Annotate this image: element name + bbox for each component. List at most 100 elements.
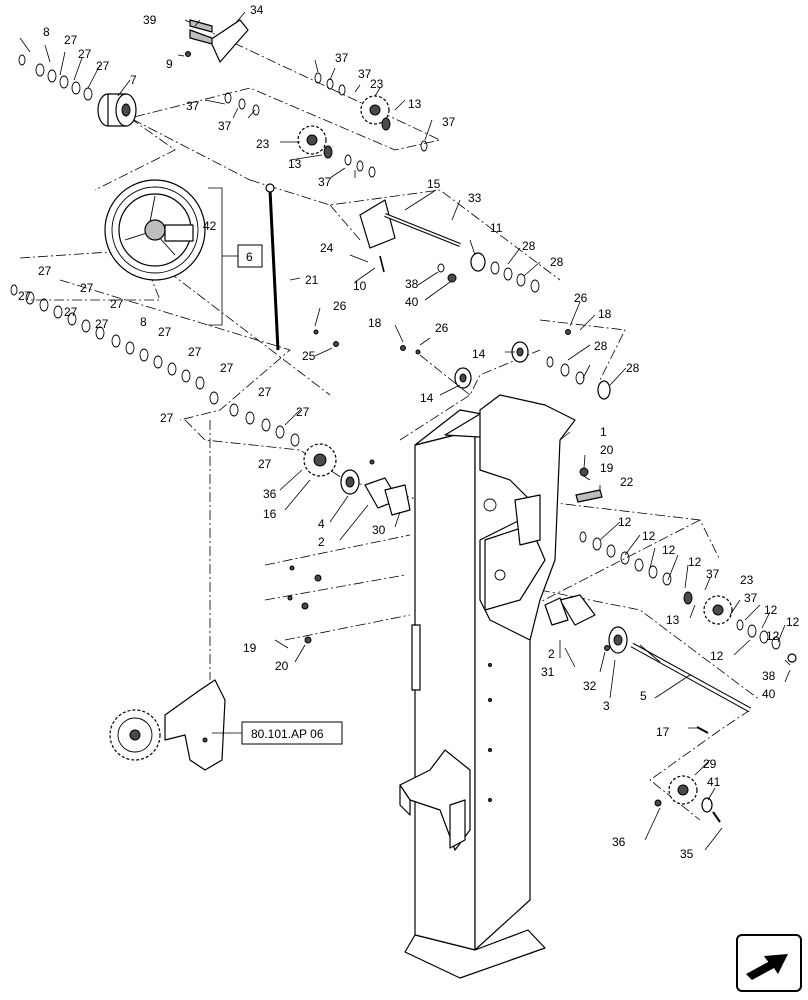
callout-28: 28 [594, 339, 608, 353]
callout-17: 17 [656, 725, 670, 739]
callout-20: 20 [600, 443, 614, 457]
callout-34: 34 [250, 3, 264, 17]
callout-27: 27 [95, 317, 109, 331]
upper-bracket [479, 394, 576, 641]
callout-28: 28 [626, 361, 640, 375]
callout-10: 10 [353, 279, 367, 293]
callout-13: 13 [288, 157, 302, 171]
callout-26: 26 [435, 321, 449, 335]
callout-27: 27 [258, 457, 272, 471]
callout-27: 27 [64, 33, 78, 47]
callout-27: 27 [258, 385, 272, 399]
callout-5: 5 [640, 689, 647, 703]
callout-12: 12 [688, 555, 702, 569]
callout-12: 12 [618, 515, 632, 529]
sprockets [297, 95, 733, 805]
callout-16: 16 [263, 507, 277, 521]
callout-36: 36 [263, 487, 277, 501]
reference-label: 80.101.AP 06 [251, 727, 324, 741]
callout-37: 37 [442, 115, 456, 129]
callout-11: 11 [490, 221, 503, 235]
callout-28: 28 [522, 239, 536, 253]
callout-12: 12 [764, 603, 778, 617]
bearing-flange-left [340, 469, 411, 516]
drive-shaft [630, 642, 752, 713]
callout-42: 42 [203, 219, 217, 233]
callout-21: 21 [305, 273, 319, 287]
callout-37: 37 [186, 99, 200, 113]
callout-18: 18 [368, 316, 382, 330]
callout-15: 15 [427, 177, 441, 191]
bearing-flanges [454, 341, 529, 389]
callout-37: 37 [318, 175, 332, 189]
callout-12: 12 [662, 543, 676, 557]
callout-13: 13 [666, 613, 680, 627]
callout-14: 14 [472, 347, 486, 361]
callout-33: 33 [468, 191, 482, 205]
callout-40: 40 [405, 295, 419, 309]
callout-12: 12 [710, 649, 724, 663]
callout-38: 38 [762, 669, 776, 683]
callout-37: 37 [744, 591, 758, 605]
callout-6: 6 [246, 250, 253, 264]
callout-27: 27 [220, 361, 234, 375]
callout-26: 26 [333, 299, 347, 313]
callout-36: 36 [612, 835, 626, 849]
group-6-bracket [208, 187, 263, 326]
callout-26: 26 [574, 291, 588, 305]
callout-9: 9 [166, 57, 173, 71]
top-plate [185, 19, 249, 63]
callout-30: 30 [372, 523, 386, 537]
callout-18: 18 [598, 307, 612, 321]
callout-29: 29 [703, 757, 717, 771]
callout-27: 27 [296, 405, 310, 419]
callout-27: 27 [80, 281, 94, 295]
reference-box [212, 721, 343, 745]
callout-27: 27 [38, 264, 52, 278]
callout-23: 23 [256, 137, 270, 151]
callout-27: 27 [78, 47, 92, 61]
bearing-flange-right [544, 594, 628, 654]
callout-22: 22 [620, 475, 634, 489]
callout-35: 35 [680, 847, 694, 861]
next-page-button[interactable] [736, 934, 802, 992]
callout-8: 8 [43, 25, 50, 39]
callout-2: 2 [318, 535, 325, 549]
callout-7: 7 [130, 73, 137, 87]
callout-28: 28 [550, 255, 564, 269]
washer-stack-right-lower [579, 531, 797, 663]
callout-19: 19 [243, 641, 257, 655]
callout-27: 27 [160, 411, 174, 425]
spacer-washers [224, 72, 428, 178]
hub [97, 93, 137, 127]
callout-2: 2 [548, 647, 555, 661]
callout-13: 13 [408, 97, 422, 111]
callout-23: 23 [370, 77, 384, 91]
callout-20: 20 [275, 659, 289, 673]
callout-27: 27 [18, 289, 32, 303]
callout-4: 4 [318, 517, 325, 531]
assembly-centerlines [19, 19, 761, 821]
callout-27: 27 [96, 59, 110, 73]
callout-27: 27 [64, 305, 78, 319]
callout-37: 37 [706, 567, 720, 581]
callout-38: 38 [405, 277, 419, 291]
callout-14: 14 [420, 391, 434, 405]
lower-tensioner-assembly [109, 679, 226, 771]
callout-8: 8 [140, 315, 147, 329]
callout-labels: 8 27 27 27 7 39 34 9 37 37 23 13 37 37 3… [18, 3, 800, 861]
callout-24: 24 [320, 241, 334, 255]
washer-stack-top-left [18, 54, 93, 101]
large-pulley [104, 179, 206, 281]
callout-25: 25 [302, 349, 316, 363]
leader-lines [19, 11, 791, 851]
callout-3: 3 [603, 699, 610, 713]
washer-stack-left [10, 284, 300, 447]
callout-27: 27 [158, 325, 172, 339]
callout-31: 31 [541, 665, 555, 679]
callout-37: 37 [335, 51, 349, 65]
callout-41: 41 [707, 775, 721, 789]
callout-37: 37 [218, 119, 232, 133]
lower-mount-bracket [399, 749, 471, 851]
